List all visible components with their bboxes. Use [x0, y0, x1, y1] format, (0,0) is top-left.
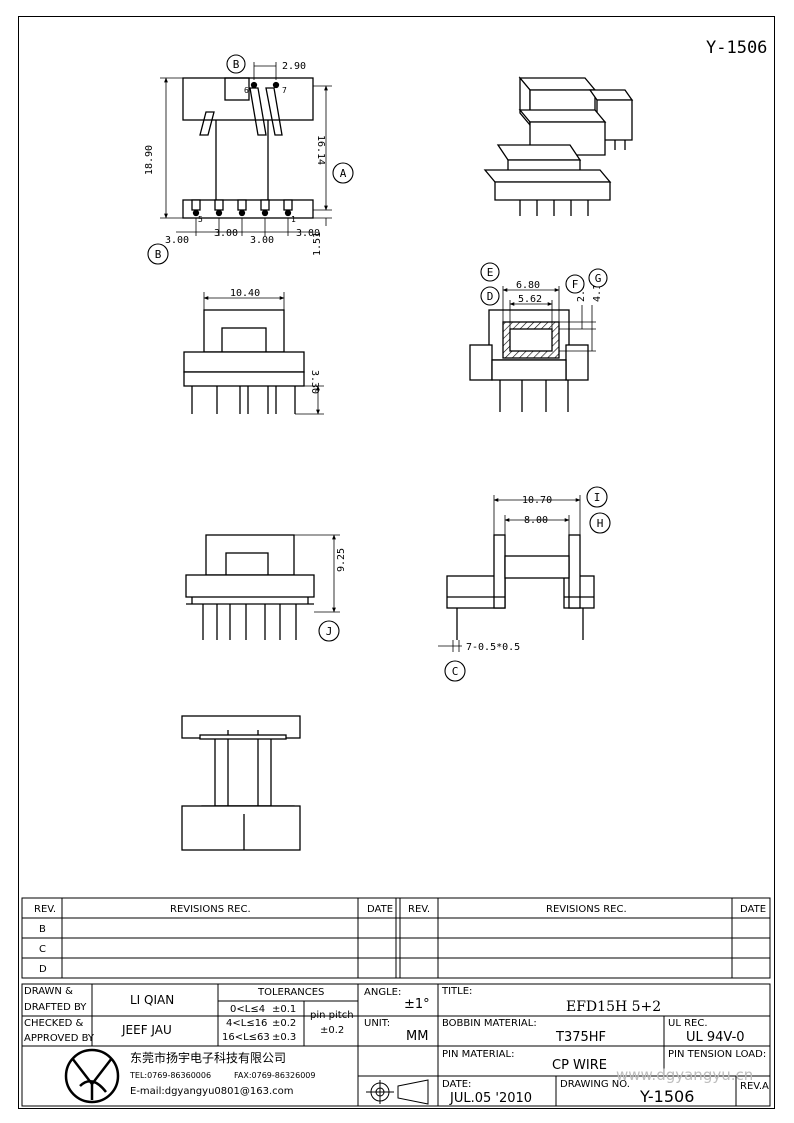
checked-label-1: CHECKED & [24, 1018, 84, 1029]
drawing-no-value: Y-1506 [640, 1087, 695, 1106]
date-header-right: DATE [740, 904, 767, 915]
side-view-section [469, 309, 589, 412]
dim-10-40: 10.40 [230, 288, 260, 299]
front-view-2-dims [203, 292, 324, 415]
dim-3-00-b: 3.00 [214, 228, 238, 239]
dim-3-00-c: 3.00 [250, 235, 274, 246]
revisions-header-left: REVISIONS REC. [170, 904, 251, 915]
company-fax: FAX:0769-86326009 [234, 1071, 316, 1080]
callout-H: H [597, 517, 604, 530]
drawn-label-1: DRAWN & [24, 986, 73, 997]
title-value: EFD15H 5+2 [566, 999, 662, 1015]
tolerance-3-value: ±0.3 [272, 1032, 297, 1043]
callout-B2: B [155, 248, 162, 261]
pin-label-5: 5 [198, 215, 203, 224]
callout-G: G [595, 272, 602, 285]
ul-rec-label: UL REC. [668, 1018, 708, 1029]
front-view-3-dims [294, 534, 340, 613]
title-block-grid [21, 897, 771, 1107]
rev-row-b: B [39, 924, 46, 935]
callout-I: I [594, 491, 601, 504]
tolerances-label: TOLERANCES [258, 987, 325, 998]
dim-1-51: 1.51 [312, 232, 323, 256]
drawing-no-label: DRAWING NO. [560, 1079, 630, 1090]
dim-3-30: 3.30 [309, 370, 320, 394]
callout-E: E [487, 266, 494, 279]
drawing-frame [18, 16, 775, 1109]
dim-6-80: 6.80 [516, 280, 540, 291]
revisions-header-right: REVISIONS REC. [546, 904, 627, 915]
title-label: TITLE: [442, 986, 473, 997]
front-view-1-dims [160, 62, 332, 236]
tolerance-1: 0<L≤4 [230, 1004, 266, 1015]
callout-A: A [340, 167, 347, 180]
callout-C: C [452, 665, 459, 678]
drawing-number-top: Y-1506 [706, 38, 768, 58]
pin-pitch-value: ±0.2 [320, 1025, 345, 1036]
side-view-2-dims [438, 495, 581, 652]
dim-3-00-a: 3.00 [165, 235, 189, 246]
pin-label-1: 1 [291, 215, 296, 224]
drawn-label-2: DRAFTED BY [24, 1002, 87, 1013]
dim-16-14: 16.14 [315, 135, 326, 165]
side-view-2 [446, 534, 595, 640]
pin-material-value: CP WIRE [552, 1058, 607, 1073]
rev-header-right: REV. [408, 904, 430, 915]
drawn-by: LI QIAN [130, 993, 175, 1007]
unit-value: MM [406, 1029, 429, 1044]
dim-4-10: 4.10 [592, 278, 603, 302]
angle-value: ±1° [404, 997, 430, 1012]
bobbin-material-value: T375HF [556, 1030, 607, 1045]
pin-pitch-label: pin pitch [310, 1010, 354, 1021]
company-email: E-mail:dgyangyu0801@163.com [130, 1086, 294, 1097]
pin-tension-label: PIN TENSION LOAD: [668, 1049, 767, 1060]
date-header-left: DATE [367, 904, 394, 915]
company-name: 东莞市扬宇电子科技有限公司 [130, 1051, 287, 1065]
front-view-3 [185, 534, 315, 640]
side-view-dims [502, 286, 596, 352]
dim-pin-size: 7-0.5*0.5 [466, 642, 520, 653]
dim-5-62: 5.62 [518, 294, 542, 305]
front-view-2 [183, 309, 305, 414]
checked-by: JEEF JAU [122, 1023, 172, 1037]
rev-row-d: D [39, 964, 47, 975]
dim-3-00-d: 3.00 [296, 228, 320, 239]
dim-10-70: 10.70 [522, 495, 552, 506]
tolerance-3: 16<L≤63 [222, 1032, 270, 1043]
date-value: JUL.05 '2010 [450, 1091, 533, 1106]
bobbin-material-label: BOBBIN MATERIAL: [442, 1018, 537, 1029]
callout-B1: B [233, 58, 240, 71]
dim-9-25: 9.25 [336, 548, 347, 572]
angle-label: ANGLE: [364, 987, 402, 998]
date-label: DATE: [442, 1079, 472, 1090]
pin-label-6: 6 [244, 86, 249, 95]
rev-row-c: C [39, 944, 46, 955]
pin-material-label: PIN MATERIAL: [442, 1049, 515, 1060]
company-tel: TEL:0769-86360006 [130, 1071, 212, 1080]
pin-label-7: 7 [282, 86, 287, 95]
tolerance-1-value: ±0.1 [272, 1004, 297, 1015]
front-view-1 [182, 77, 314, 219]
company-logo [64, 1048, 120, 1104]
isometric-view [483, 76, 634, 216]
dim-18-90: 18.90 [144, 145, 155, 175]
callout-D: D [487, 290, 494, 303]
ul-rec-value: UL 94V-0 [686, 1030, 745, 1045]
dim-2-90: 2.90 [282, 61, 306, 72]
dim-8-00: 8.00 [524, 515, 548, 526]
checked-label-2: APPROVED BY [24, 1033, 95, 1044]
tolerance-2-value: ±0.2 [272, 1018, 297, 1029]
watermark: www.dgyangyu.cn [616, 1066, 754, 1084]
tolerance-2: 4<L≤16 [226, 1018, 268, 1029]
rev-a-label: REV.A [740, 1081, 769, 1092]
callout-J: J [326, 625, 333, 638]
callouts [147, 54, 611, 682]
unit-label: UNIT: [364, 1018, 391, 1029]
rev-header-left: REV. [34, 904, 56, 915]
callout-F: F [572, 278, 579, 291]
bottom-view [181, 715, 301, 851]
